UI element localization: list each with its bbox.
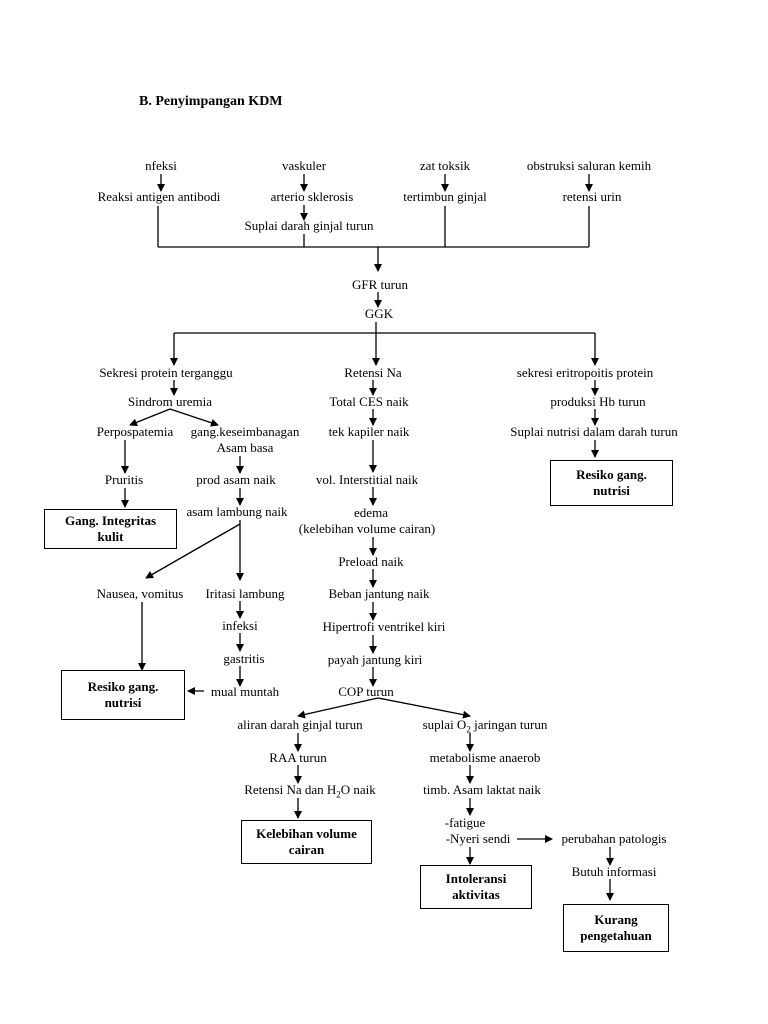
node-sekresi-eritropoitis: sekresi eritropoitis protein (516, 365, 654, 380)
node-infeksi-2: infeksi (222, 618, 258, 633)
node-ggk: GGK (364, 306, 394, 321)
node-preload: Preload naik (338, 554, 404, 569)
node-payah-jantung: payah jantung kiri (327, 652, 423, 667)
node-pruritis: Pruritis (104, 472, 144, 487)
node-sekresi-protein: Sekresi protein terganggu (99, 365, 233, 380)
node-obstruksi: obstruksi saluran kemih (526, 158, 652, 173)
node-suplai-nutrisi: Suplai nutrisi dalam darah turun (510, 424, 678, 439)
node-prod-asam: prod asam naik (196, 472, 276, 487)
node-retensi-h2o: Retensi Na dan H2O naik (244, 782, 376, 800)
node-iritasi: Iritasi lambung (205, 586, 285, 601)
node-mual: mual muntah (210, 684, 280, 699)
box-kurang-pengetahuan: Kurang pengetahuan (563, 904, 669, 952)
node-fatigue: -fatigue (444, 815, 486, 830)
box-gang-integritas-kulit: Gang. Integritas kulit (44, 509, 177, 549)
node-aliran-darah: aliran darah ginjal turun (237, 717, 363, 732)
box-intoleransi-aktivitas: Intoleransi aktivitas (420, 865, 532, 909)
node-arterio: arterio sklerosis (270, 189, 354, 204)
node-sindrom: Sindrom uremia (127, 394, 213, 409)
node-suplai-darah: Suplai darah ginjal turun (244, 218, 374, 233)
node-retensi-na: Retensi Na (344, 365, 402, 380)
node-reaksi: Reaksi antigen antibodi (97, 189, 221, 204)
node-perpospatemia: Perpospatemia (96, 424, 174, 439)
node-kelebihan-volume-note: (kelebihan volume cairan) (298, 521, 436, 536)
node-nausea: Nausea, vomitus (96, 586, 184, 601)
node-perubahan-patologis: perubahan patologis (561, 831, 667, 846)
node-tek-kapiler: tek kapiler naik (328, 424, 410, 439)
node-beban-jantung: Beban jantung naik (328, 586, 430, 601)
node-timb-asam-laktat: timb. Asam laktat naik (423, 782, 541, 797)
node-zat-toksik: zat toksik (419, 158, 471, 173)
node-asam-lambung: asam lambung naik (186, 504, 288, 519)
node-suplai-o2: suplai O2 jaringan turun (422, 717, 548, 735)
node-cop: COP turun (338, 684, 394, 699)
node-gastritis: gastritis (223, 651, 265, 666)
node-edema: edema (354, 505, 388, 520)
node-hipertrofi: Hipertrofi ventrikel kiri (322, 619, 446, 634)
node-gfr: GFR turun (352, 277, 408, 292)
node-raa: RAA turun (269, 750, 327, 765)
node-vol-interstitial: vol. Interstitial naik (315, 472, 419, 487)
node-gang-keseimbangan: gang.keseimbanagan (190, 424, 300, 439)
box-kelebihan-volume-cairan: Kelebihan volume cairan (241, 820, 372, 864)
box-resiko-nutrisi-left: Resiko gang. nutrisi (61, 670, 185, 720)
node-retensi-urin: retensi urin (562, 189, 622, 204)
node-nyeri-sendi: -Nyeri sendi (445, 831, 511, 846)
node-metabolisme: metabolisme anaerob (429, 750, 541, 765)
page-title: B. Penyimpangan KDM (139, 94, 283, 109)
node-total-ces: Total CES naik (329, 394, 409, 409)
node-vaskuler: vaskuler (281, 158, 327, 173)
node-produksi-hb: produksi Hb turun (550, 394, 646, 409)
node-asam-basa: Asam basa (216, 440, 274, 455)
box-resiko-nutrisi-right: Resiko gang. nutrisi (550, 460, 673, 506)
node-infeksi-top: nfeksi (145, 158, 177, 173)
node-butuh-informasi: Butuh informasi (571, 864, 657, 879)
node-tertimbun: tertimbun ginjal (403, 189, 487, 204)
